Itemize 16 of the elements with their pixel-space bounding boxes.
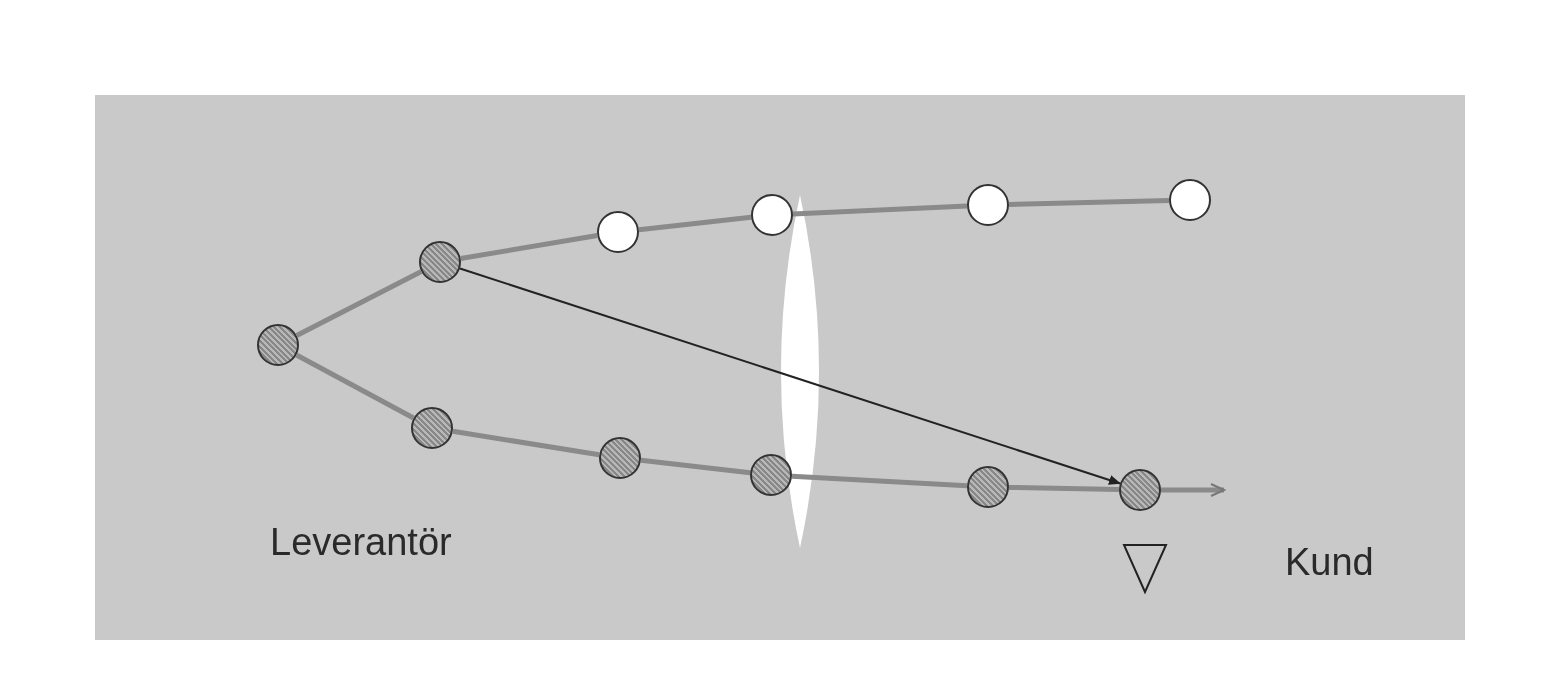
flow-line: [452, 428, 600, 458]
region-label: Kund: [1285, 543, 1374, 581]
flow-line: [792, 203, 968, 217]
flow-line: [1008, 484, 1120, 493]
region-panel: [800, 95, 1465, 640]
flow-line: [1161, 483, 1225, 497]
flow-line: [460, 233, 598, 261]
flow-line: [640, 457, 751, 476]
region-panel: [95, 95, 800, 640]
arrow: [458, 267, 1122, 485]
flow-line: [638, 214, 752, 233]
flow-line: [791, 473, 968, 489]
flow-line: [295, 352, 415, 421]
flow-line: [295, 269, 423, 338]
flow-line: [1008, 198, 1170, 207]
region-label: Leverantör: [270, 523, 452, 561]
